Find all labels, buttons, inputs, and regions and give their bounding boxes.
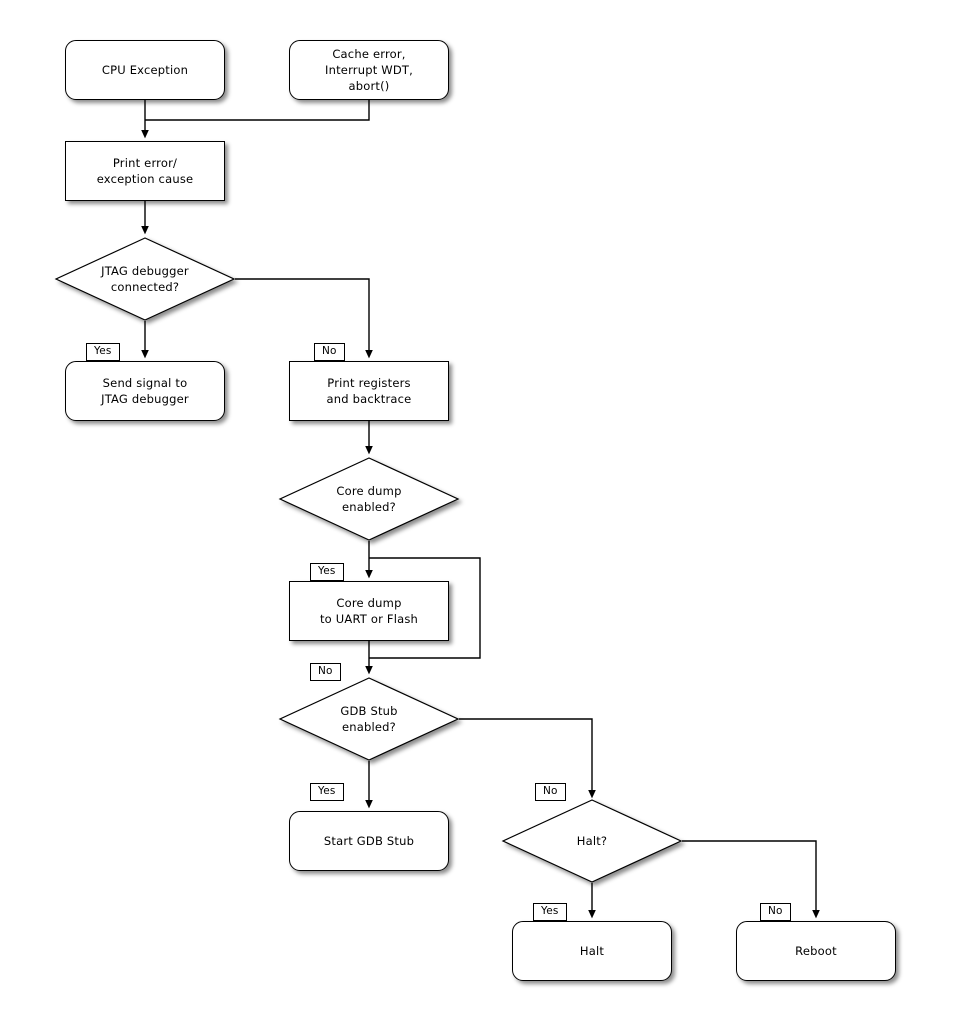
edge-label-text: No — [543, 785, 558, 797]
node-core-dump-write[interactable]: Core dump to UART or Flash — [289, 581, 449, 641]
edge-label-text: Yes — [94, 345, 112, 357]
node-label: Cache error, Interrupt WDT, abort() — [325, 47, 413, 93]
edge-label-text: No — [318, 665, 333, 677]
diamond-shape — [278, 677, 460, 761]
edge-label-gdbstub-yes: Yes — [310, 783, 344, 801]
node-cache-error[interactable]: Cache error, Interrupt WDT, abort() — [289, 40, 449, 100]
edge-label-coredump-no: No — [310, 663, 341, 681]
edge-label-gdbstub-no: No — [535, 783, 566, 801]
edge-label-halt-no: No — [760, 903, 791, 921]
connector-cache-to-merge — [145, 100, 370, 121]
edge-label-jtag-no: No — [314, 343, 345, 361]
node-print-error[interactable]: Print error/ exception cause — [65, 141, 225, 201]
node-label: Reboot — [795, 944, 837, 958]
connector-halt-no — [682, 840, 820, 919]
edge-label-coredump-yes: Yes — [310, 563, 344, 581]
node-send-signal[interactable]: Send signal to JTAG debugger — [65, 361, 225, 421]
decision-gdb-stub-enabled[interactable]: GDB Stub enabled? — [278, 677, 460, 761]
node-label: Print registers and backtrace — [326, 376, 412, 406]
edge-label-text: Yes — [318, 785, 336, 797]
diamond-shape — [278, 457, 460, 541]
edge-label-text: Yes — [318, 565, 336, 577]
node-label: Send signal to JTAG debugger — [101, 376, 189, 406]
connector-gdbstub-no — [459, 718, 596, 799]
edge-label-jtag-yes: Yes — [86, 343, 120, 361]
node-reboot[interactable]: Reboot — [736, 921, 896, 981]
node-label: Start GDB Stub — [323, 834, 415, 848]
node-print-registers[interactable]: Print registers and backtrace — [289, 361, 449, 421]
decision-jtag-connected[interactable]: JTAG debugger connected? — [54, 237, 236, 321]
node-label: Core dump to UART or Flash — [319, 596, 419, 626]
node-start-gdb-stub[interactable]: Start GDB Stub — [289, 811, 449, 871]
node-label: Halt — [579, 944, 605, 958]
edge-label-halt-yes: Yes — [533, 903, 567, 921]
node-halt[interactable]: Halt — [512, 921, 672, 981]
edge-label-text: Yes — [541, 905, 559, 917]
connector-jtag-no — [235, 278, 373, 359]
edge-label-text: No — [322, 345, 337, 357]
connector-coredump-no — [369, 557, 481, 659]
decision-halt[interactable]: Halt? — [501, 799, 683, 883]
decision-core-dump-enabled[interactable]: Core dump enabled? — [278, 457, 460, 541]
edge-label-text: No — [768, 905, 783, 917]
diamond-shape — [501, 799, 683, 883]
node-label: Print error/ exception cause — [96, 156, 194, 186]
diamond-shape — [54, 237, 236, 321]
node-label: CPU Exception — [101, 63, 189, 77]
node-cpu-exception[interactable]: CPU Exception — [65, 40, 225, 100]
